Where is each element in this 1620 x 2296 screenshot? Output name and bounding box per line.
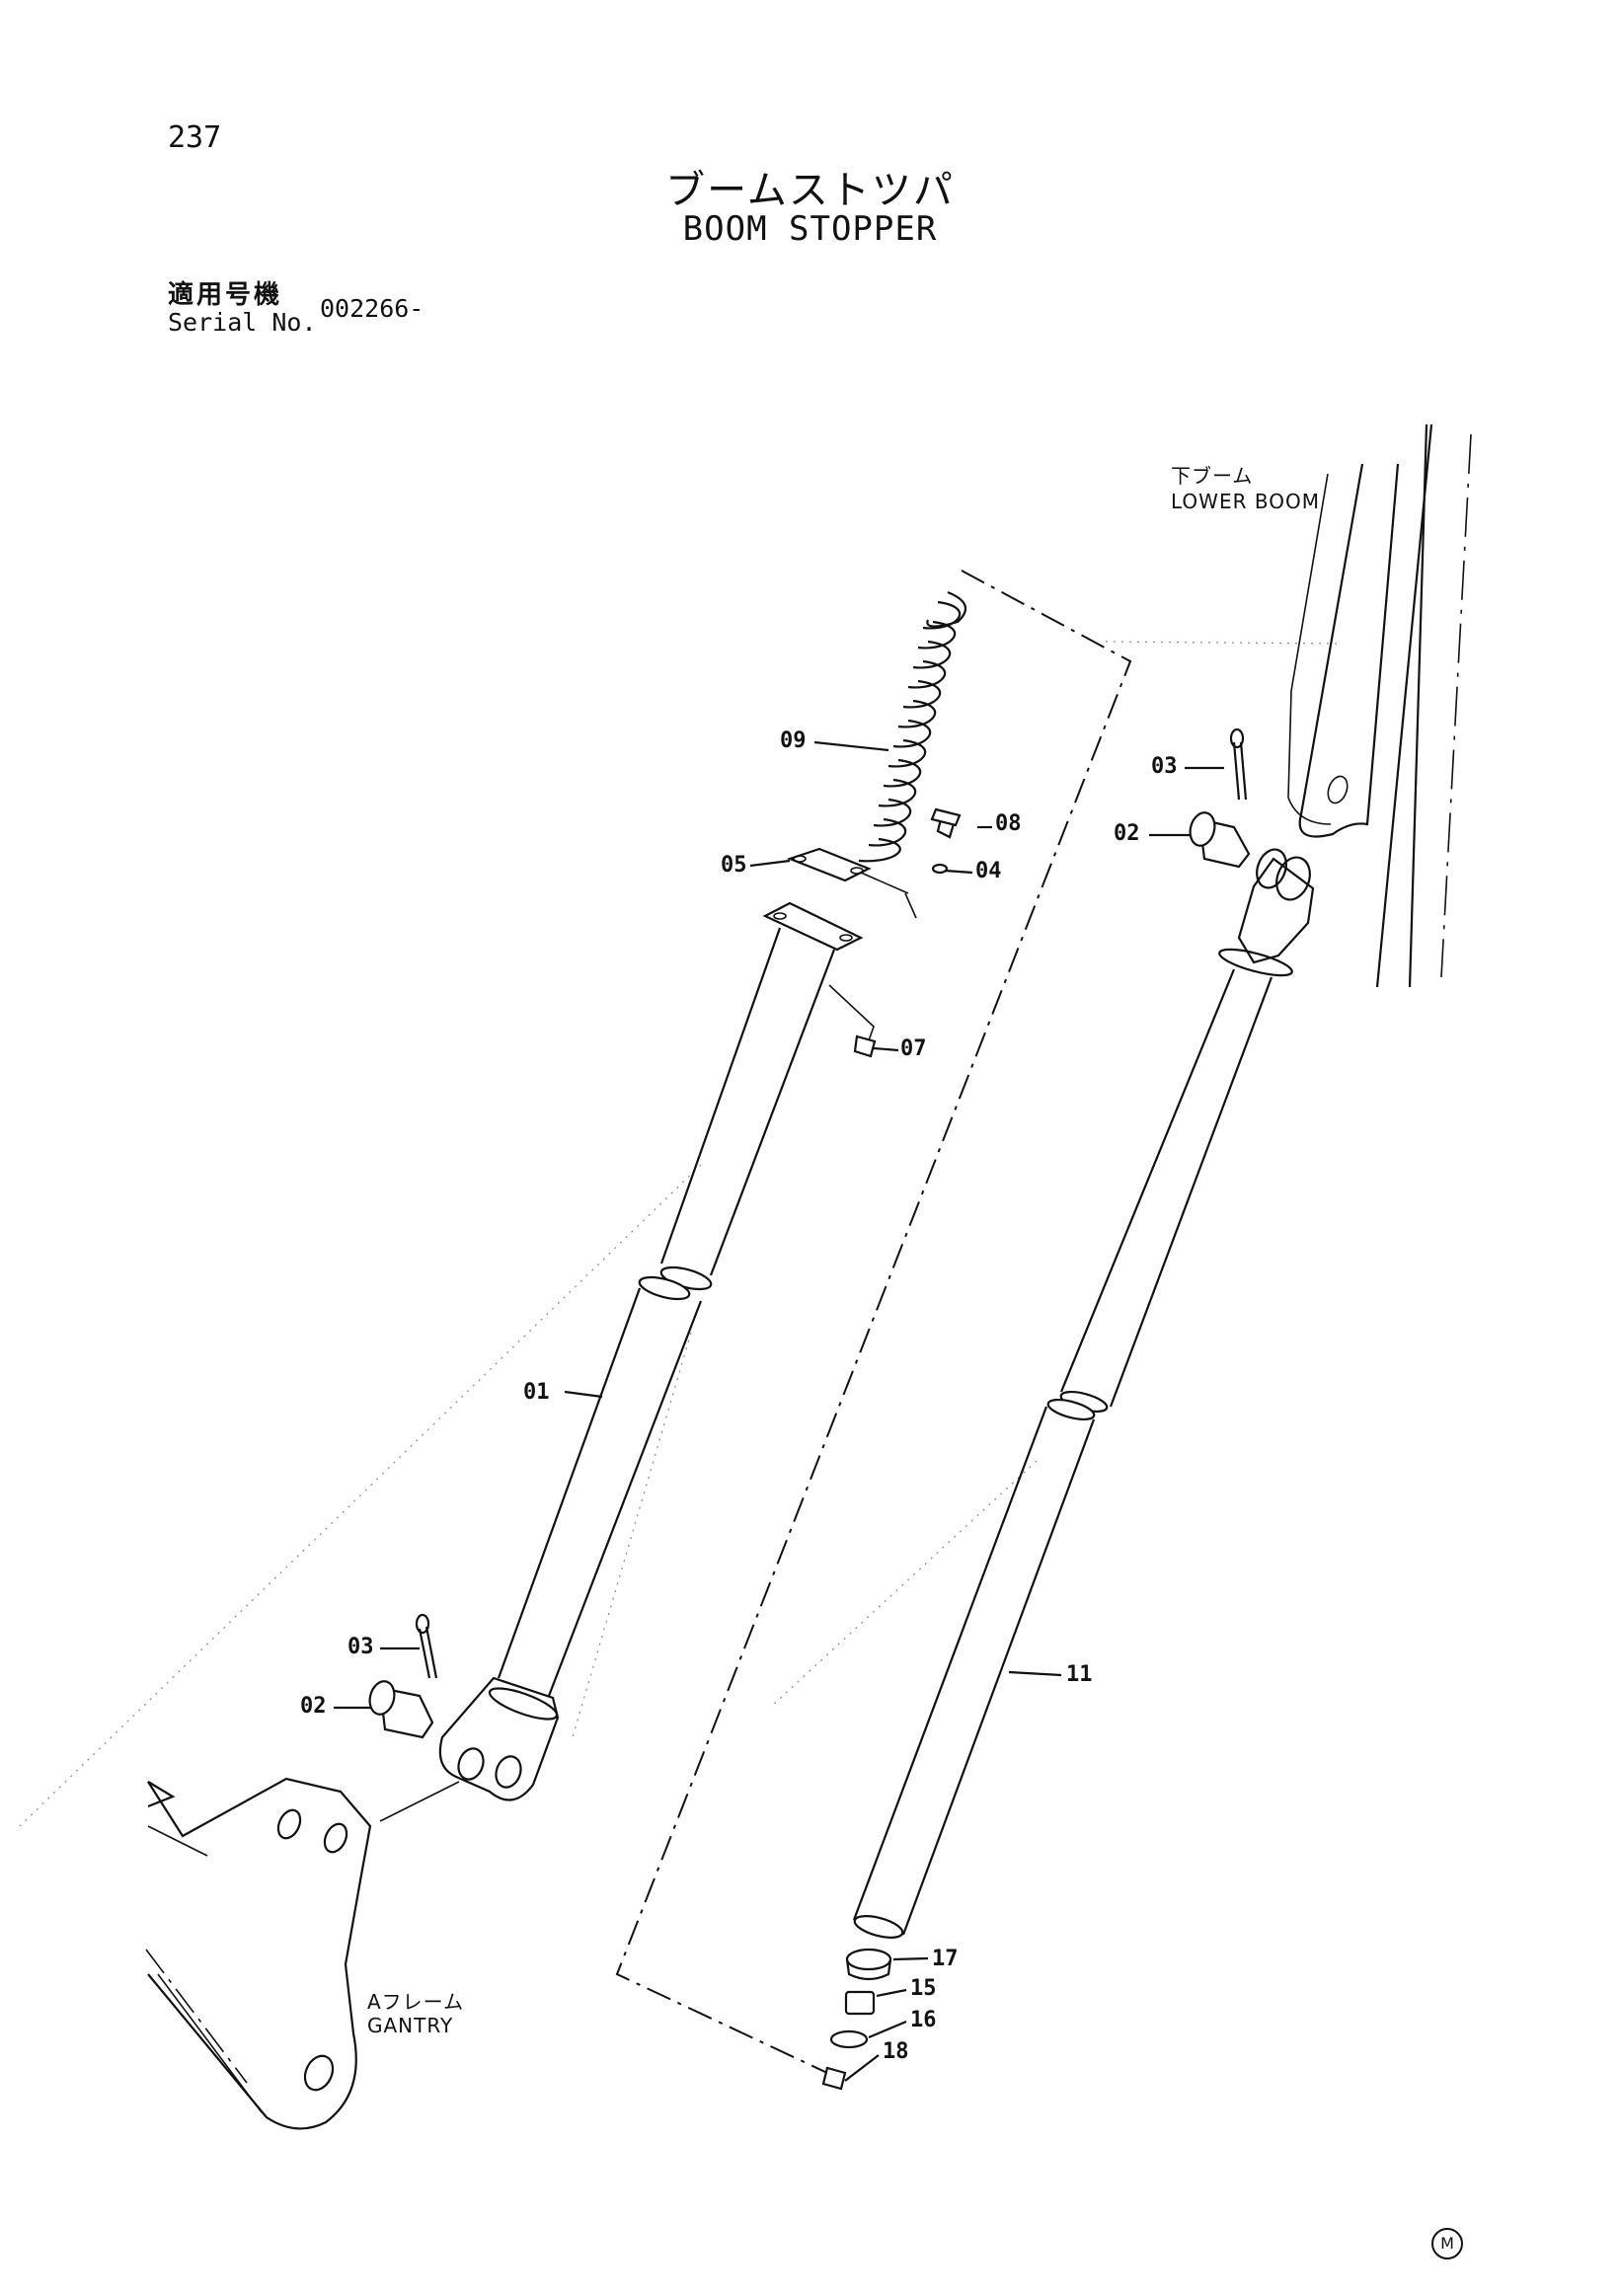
stopper-rod-left — [438, 927, 836, 1801]
callout-04: 04 — [975, 859, 1002, 883]
callout-18: 18 — [883, 2039, 909, 2064]
callout-leaders — [334, 740, 1224, 2082]
callout-03-left: 03 — [347, 1635, 374, 1659]
pin-assembly-left — [368, 1613, 438, 1739]
callout-15: 15 — [910, 1976, 937, 2001]
pin-assembly-right — [1189, 727, 1251, 869]
alignment-guides — [19, 641, 1344, 1827]
callout-02-right: 02 — [1114, 821, 1140, 846]
callout-02-left: 02 — [300, 1694, 327, 1719]
callout-03-right: 03 — [1151, 754, 1178, 779]
page-title: BOOM STOPPER — [682, 209, 938, 249]
callout-01: 01 — [523, 1380, 550, 1405]
lower-boom-structure — [1287, 423, 1472, 988]
serial-label: Serial No. — [168, 308, 317, 337]
callout-07: 07 — [900, 1036, 927, 1061]
callout-17: 17 — [932, 1947, 959, 1971]
serial-number-value: 002266- — [320, 294, 424, 323]
callout-11: 11 — [1066, 1662, 1093, 1687]
page-number: 237 — [168, 120, 222, 155]
lower-boom-label: LOWER BOOM — [1171, 490, 1320, 513]
callout-09: 09 — [780, 728, 807, 753]
callout-08: 08 — [995, 811, 1022, 836]
page-title-japanese: ブームストツパ — [665, 168, 955, 213]
flange-and-spring — [762, 590, 967, 1058]
gantry-label: GANTRY — [367, 2014, 454, 2037]
callout-16: 16 — [910, 2008, 937, 2032]
gantry-label-japanese: Aフレーム — [367, 1990, 465, 2014]
callout-05: 05 — [721, 853, 747, 878]
coil-spring — [858, 600, 962, 863]
maker-mark: M — [1431, 2228, 1463, 2259]
gantry-a-frame — [145, 1777, 460, 2130]
stopper-rod-right — [821, 848, 1315, 2091]
lower-boom-label-japanese: 下ブーム — [1171, 464, 1254, 488]
serial-label-japanese: 適用号機 — [168, 280, 283, 310]
